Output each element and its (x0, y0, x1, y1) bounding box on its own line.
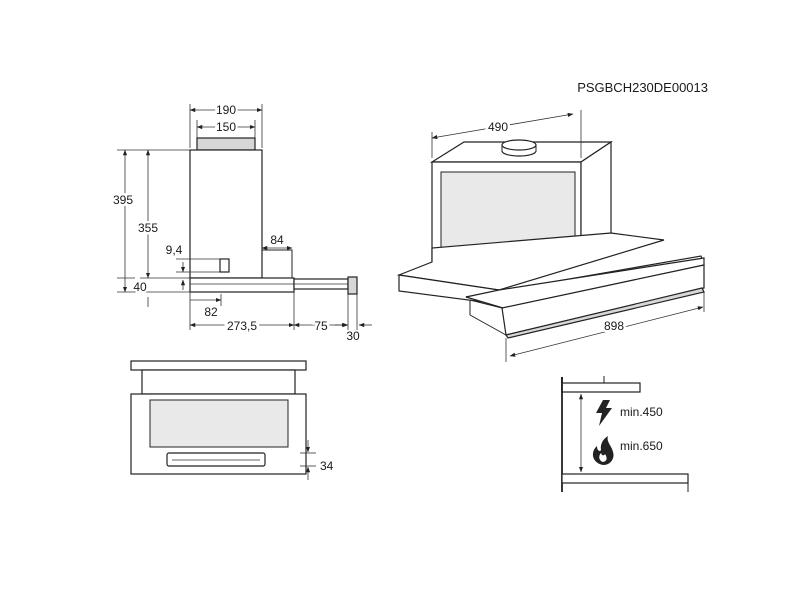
side-inner-box (219, 258, 230, 273)
front-handle-slot (166, 452, 266, 467)
dim-898: 898 (604, 319, 624, 333)
dim-150: 150 (216, 120, 236, 134)
clearance-gas-label: min.650 (620, 439, 663, 453)
front-top-inner (141, 369, 296, 395)
dim-34: 34 (320, 459, 334, 473)
perspective-view: 490 898 (396, 110, 705, 362)
clearance-electric-label: min.450 (620, 405, 663, 419)
slide-panel-top (465, 257, 705, 309)
dim-355: 355 (138, 221, 158, 235)
front-top-plate (130, 360, 307, 371)
dim-395: 395 (113, 193, 133, 207)
dim-40: 40 (133, 280, 147, 294)
side-handle (347, 276, 358, 295)
dim-75: 75 (314, 319, 328, 333)
side-collar (196, 137, 256, 151)
product-code: PSGBCH230DE00013 (577, 80, 708, 95)
side-view: 190 150 395 355 9,4 84 40 82 (110, 101, 372, 343)
dim-273-5: 273,5 (227, 319, 257, 333)
flame-icon (592, 436, 614, 465)
front-view: 34 (130, 360, 334, 480)
dim-82: 82 (204, 305, 218, 319)
clearance-view: min.450 min.650 (561, 376, 689, 492)
dim-490: 490 (488, 120, 508, 134)
front-panel (149, 399, 289, 448)
dim-30: 30 (346, 329, 360, 343)
side-body (189, 149, 263, 279)
dim-9-4: 9,4 (166, 243, 183, 257)
dim-190: 190 (216, 103, 236, 117)
dim-84: 84 (270, 233, 284, 247)
clearance-hood (561, 382, 641, 393)
lightning-icon (596, 400, 612, 426)
side-base (189, 277, 295, 293)
clearance-hob (561, 473, 689, 484)
